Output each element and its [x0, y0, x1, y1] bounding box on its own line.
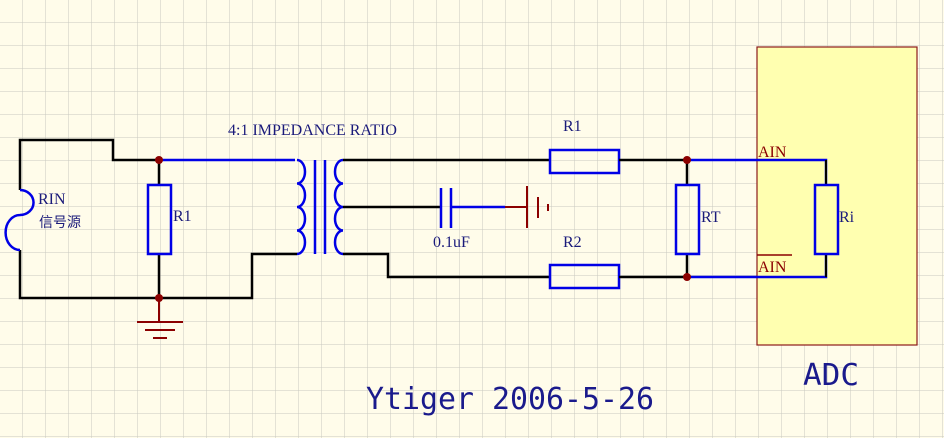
resistor-ri: [813, 183, 840, 256]
label-r2-series: R2: [563, 234, 582, 251]
pin-ain: AIN: [758, 144, 787, 161]
label-ri: Ri: [839, 209, 855, 226]
label-r1-series: R1: [563, 118, 582, 135]
label-rin: RIN: [38, 191, 66, 208]
label-adc: ADC: [803, 358, 859, 393]
resistor-rt: [674, 183, 701, 256]
wire-source-bottom: [18, 250, 159, 300]
label-rt: RT: [701, 209, 721, 226]
ground-symbol: [137, 298, 183, 339]
wire-secondary-bottom: [343, 252, 550, 279]
wire-primary-bottom: [159, 252, 297, 300]
label-r1-shunt: R1: [173, 208, 192, 225]
junction-dot: [683, 156, 691, 164]
junction-dot: [683, 273, 691, 281]
resistor-r1-series: [548, 148, 621, 175]
junction-dot: [155, 156, 163, 164]
label-source-desc: 信号源: [39, 215, 81, 231]
transformer-primary: [296, 158, 307, 256]
transformer-core: [313, 160, 327, 254]
resistor-r1-shunt: [146, 183, 173, 256]
junction-dot: [155, 294, 163, 302]
pin-ain-bar: AIN: [758, 259, 787, 276]
label-impedance-ratio: 4:1 IMPEDANCE RATIO: [228, 122, 397, 139]
ground-symbol-2: [505, 186, 549, 228]
signal-source-coil: [4, 188, 35, 252]
wire-source-top: [18, 138, 159, 190]
label-capacitor: 0.1uF: [433, 234, 470, 251]
signature: Ytiger 2006-5-26: [366, 382, 654, 417]
